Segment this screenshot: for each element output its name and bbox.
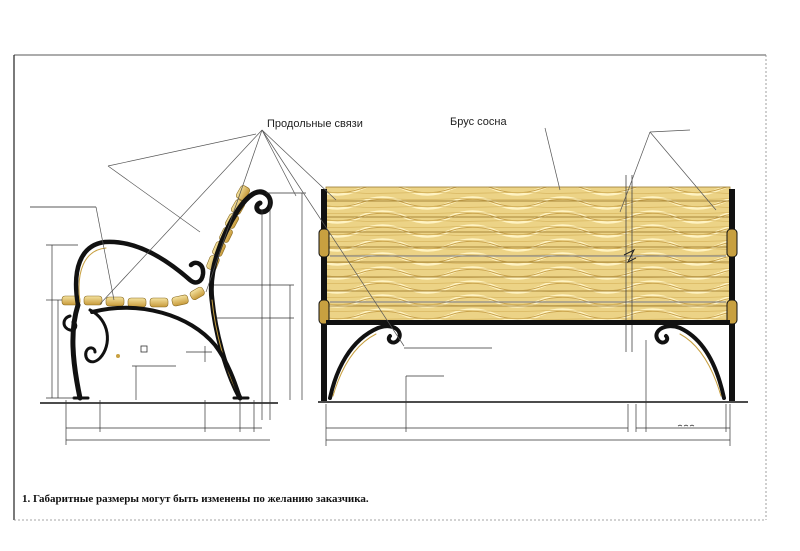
front-left-leg (328, 324, 402, 400)
dimension-note: 1. Габаритные размеры могут быть изменен… (22, 493, 369, 505)
leader-lines (30, 127, 717, 347)
side-marker-square (140, 345, 148, 353)
pine-beam-label: Брус сосна (450, 116, 507, 128)
front-right-leg (654, 324, 726, 400)
longitudinal-ties-label: Продольные связи (267, 118, 363, 130)
side-view (30, 185, 306, 445)
side-iron-frame (62, 189, 273, 401)
sheet-frame (13, 54, 767, 521)
front-view (318, 175, 748, 446)
front-dimensions (325, 340, 731, 446)
side-dimensions (30, 192, 306, 445)
front-wood-panel (325, 175, 731, 352)
front-end-posts (318, 189, 738, 401)
front-lower-rail (326, 320, 730, 325)
side-seat-slats (61, 286, 205, 308)
side-rivet (116, 354, 120, 358)
